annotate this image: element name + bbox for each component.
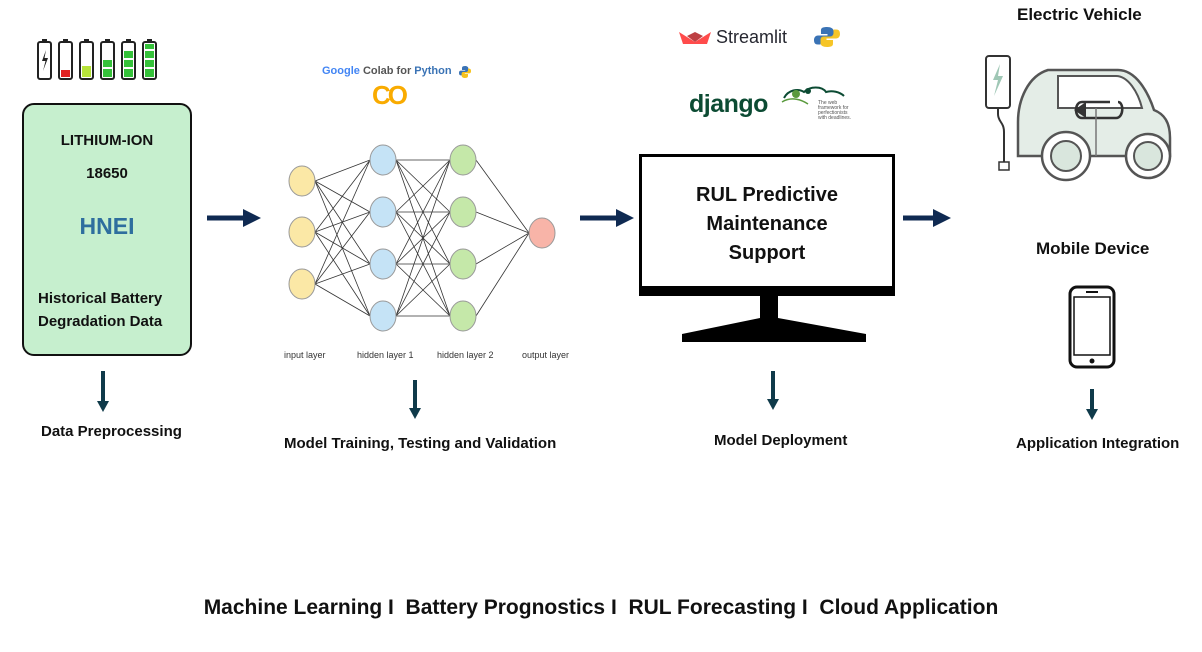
battery-icon-empty — [37, 39, 52, 80]
network-connection — [475, 232, 530, 265]
network-connection — [314, 283, 371, 317]
hidden-1-node — [369, 248, 397, 280]
arrow-right-icon — [207, 209, 261, 227]
chemistry-label: LITHIUM-ION — [60, 132, 154, 149]
network-connection — [314, 263, 371, 285]
monitor-stand — [682, 294, 866, 342]
input-node — [288, 165, 316, 197]
network-connection — [395, 211, 451, 317]
network-connection — [475, 159, 530, 234]
django-tagline: The web framework for perfectionists wit… — [818, 100, 852, 121]
description-line-2: Degradation Data — [38, 313, 163, 330]
monitor-screen: RUL Predictive Maintenance Support — [639, 154, 895, 296]
hidden-1-node — [369, 144, 397, 176]
network-connection — [395, 159, 451, 213]
battery-icon-three-quarter — [121, 39, 136, 80]
django-logo: django — [689, 90, 768, 118]
hidden-2-node — [449, 144, 477, 176]
monitor-title-line-3: Support — [728, 242, 806, 264]
model-training-label: Model Training, Testing and Validation — [284, 435, 557, 452]
dataset-label: HNEI — [79, 213, 135, 239]
arrow-down-icon — [409, 380, 421, 419]
network-connection — [475, 232, 530, 317]
arrow-right-icon — [580, 209, 634, 227]
battery-icon-quarter — [79, 39, 94, 80]
network-nodes — [288, 144, 556, 332]
colab-python-text: Python — [414, 65, 452, 77]
smartphone-icon — [1068, 285, 1116, 369]
neural-network-diagram — [288, 144, 556, 332]
hidden-layer-1-label: hidden layer 1 — [357, 350, 414, 360]
colab-for-text: Colab for — [359, 65, 415, 77]
application-integration-label: Application Integration — [1016, 435, 1180, 452]
monitor-title-line-1: RUL Predictive — [696, 184, 838, 206]
hidden-2-node — [449, 300, 477, 332]
description-line-1: Historical Battery — [38, 290, 163, 307]
hidden-1-node — [369, 300, 397, 332]
network-connection — [314, 159, 371, 285]
network-connection — [314, 159, 371, 182]
network-connection — [395, 159, 451, 317]
output-layer-label: output layer — [522, 350, 570, 360]
arrow-down-icon — [1086, 389, 1098, 420]
battery-icon-half — [100, 39, 115, 80]
mobile-device-label: Mobile Device — [1036, 239, 1150, 258]
battery-level-icons — [37, 39, 157, 80]
monitor-title: RUL Predictive Maintenance Support — [642, 181, 892, 268]
input-node — [288, 268, 316, 300]
monitor-title-line-2: Maintenance — [706, 213, 828, 235]
python-icon — [459, 66, 471, 78]
network-connection — [475, 211, 530, 234]
network-connection — [395, 263, 451, 317]
dataset-description: Historical Battery Degradation Data — [24, 287, 190, 333]
input-layer-label: input layer — [284, 350, 326, 360]
hidden-2-node — [449, 248, 477, 280]
model-deployment-label: Model Deployment — [714, 432, 848, 449]
arrow-down-icon — [97, 371, 109, 412]
tagline: Machine Learning I Battery Prognostics I… — [203, 596, 999, 619]
electric-vehicle-label: Electric Vehicle — [1017, 5, 1142, 24]
colab-google-text: Google — [322, 65, 360, 77]
cell-label: 18650 — [86, 165, 128, 182]
django-pony-icon — [781, 86, 845, 105]
input-node — [288, 216, 316, 248]
streamlit-icon — [679, 32, 711, 44]
data-preprocessing-label: Data Preprocessing — [41, 423, 182, 440]
hidden-1-node — [369, 196, 397, 228]
battery-icon-full — [142, 39, 157, 80]
network-connection — [314, 211, 371, 285]
network-connections — [314, 159, 530, 317]
battery-data-box: LITHIUM-ION 18650 HNEI Historical Batter… — [22, 103, 192, 356]
output-node — [528, 217, 556, 249]
electric-vehicle-icon — [985, 55, 1172, 182]
hidden-layer-2-label: hidden layer 2 — [437, 350, 494, 360]
arrow-down-icon — [767, 371, 779, 410]
arrow-right-icon — [903, 209, 951, 227]
network-connection — [395, 159, 451, 265]
colab-title: Google Colab for Python — [322, 65, 452, 77]
colab-logo: CO — [372, 80, 408, 110]
battery-icon-low — [58, 39, 73, 80]
hidden-2-node — [449, 196, 477, 228]
network-connection — [314, 159, 371, 233]
python-icon — [814, 27, 840, 47]
streamlit-label: Streamlit — [716, 27, 788, 47]
